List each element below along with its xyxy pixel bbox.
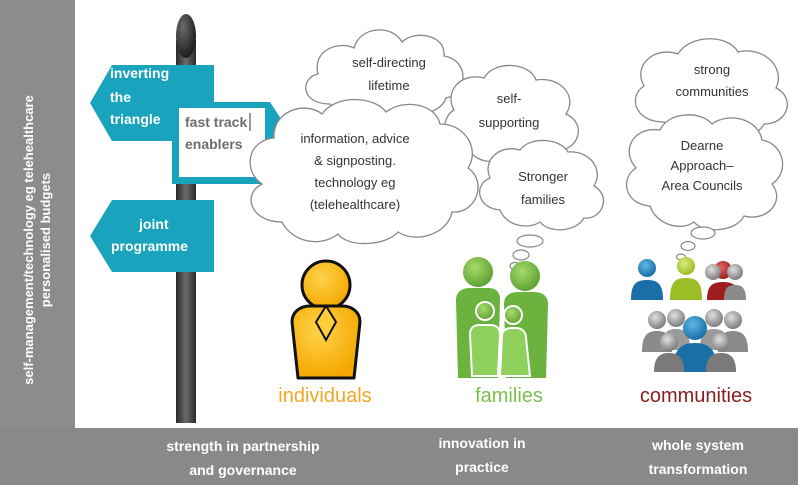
bottom-label-transformation-line1: whole system — [652, 437, 744, 453]
cloud-self-directing-line2: lifetime — [368, 78, 409, 93]
bottom-label-partnership-line2: and governance — [189, 462, 297, 478]
bottom-label-partnership-line1: strength in partnership — [166, 438, 320, 454]
cloud-information-line4: (telehealthcare) — [310, 197, 400, 212]
individual-figure — [290, 259, 362, 380]
sign1-line3: triangle — [110, 111, 161, 127]
cloud-information: information, advice & signposting. techn… — [249, 98, 479, 245]
label-communities: communities — [640, 385, 752, 407]
bottom-label-innovation: innovation in practice — [418, 431, 546, 479]
bottom-label-innovation-line1: innovation in — [438, 435, 526, 451]
cloud-information-line2: & signposting. — [314, 153, 396, 168]
sign-joint-programme: joint programme — [90, 200, 214, 272]
sign2-line2: enablers — [185, 136, 243, 152]
cloud-dearne-line1: Dearne — [681, 138, 724, 153]
cloud-self-directing: self-directing lifetime — [305, 29, 464, 117]
cloud-dearne-line3: Area Councils — [662, 178, 743, 193]
label-individuals: individuals — [278, 385, 371, 407]
cloud-self-directing-line1: self-directing — [352, 55, 426, 70]
family-figure — [456, 257, 548, 378]
cloud-self-supporting-line1: self- — [497, 91, 522, 106]
cloud-information-line1: information, advice — [300, 131, 409, 146]
cloud-stronger-families-line2: families — [521, 192, 566, 207]
sign3-line2: programme — [111, 238, 188, 254]
cloud-information-line3: technology eg — [315, 175, 396, 190]
cloud-self-supporting-line2: supporting — [479, 115, 540, 130]
sign1-line1: inverting — [110, 65, 169, 81]
bottom-label-transformation-line2: transformation — [648, 461, 748, 477]
cloud-strong-communities-line2: communities — [676, 84, 749, 99]
bottom-label-innovation-line2: practice — [455, 459, 509, 475]
bottom-label-transformation: whole system transformation — [624, 433, 772, 481]
left-sidebar — [0, 0, 75, 485]
cloud-dearne: Dearne Approach– Area Councils — [626, 114, 784, 231]
sign3-line1: joint — [138, 216, 169, 232]
label-families: families — [475, 385, 543, 407]
community-figure — [631, 257, 748, 372]
sign1-line2: the — [110, 89, 131, 105]
signpost: inverting the triangle fast track enable… — [90, 14, 296, 423]
cloud-dearne-line2: Approach– — [671, 158, 735, 173]
cloud-stronger-families-line1: Stronger — [518, 169, 569, 184]
signpost-cap — [176, 14, 196, 58]
cloud-self-supporting: self- supporting — [444, 64, 579, 165]
cloud-strong-communities-line1: strong — [694, 62, 730, 77]
bottom-label-partnership: strength in partnership and governance — [138, 434, 348, 482]
bottom-bar — [0, 428, 798, 485]
sign2-line1: fast track — [185, 114, 247, 130]
cloud-stronger-families: Stronger families — [479, 139, 605, 231]
thought-bubbles-communities — [675, 226, 716, 261]
